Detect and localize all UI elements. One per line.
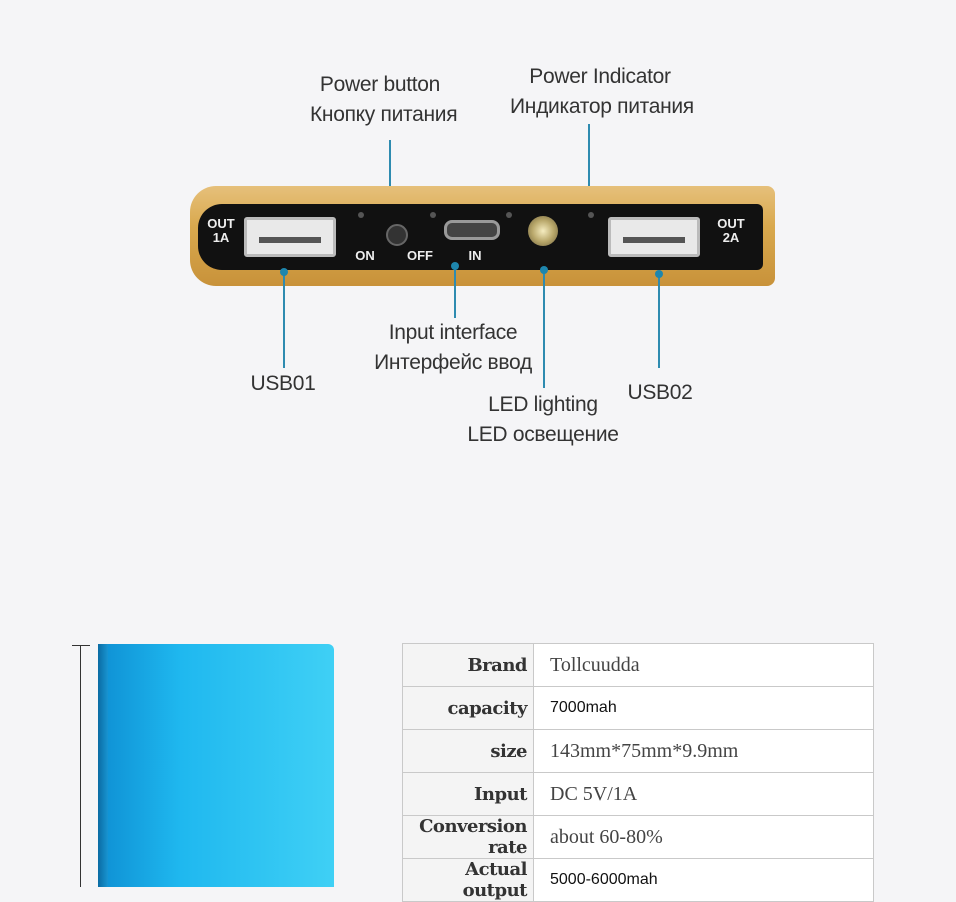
micro-usb-input [444,220,500,240]
led-light [528,216,558,246]
input-interface-dot [451,262,459,270]
input-interface-leader [454,268,456,318]
power-button-label-ru: Кнопку питания [310,103,458,126]
status-pin-2 [430,212,436,218]
spec-key-actual-output: Actual output [402,858,534,902]
spec-value-capacity: 7000mah [533,686,874,730]
power-button-label-en: Power button [319,73,441,96]
table-row: Input DC 5V/1A [402,772,874,816]
spec-value-conversion-rate: about 60-80% [533,815,874,859]
dimension-ruler-cap [72,645,90,646]
out-1a-label: OUT 1A [207,216,235,245]
status-pin [358,212,364,218]
spec-table: Brand Tollcuudda capacity 7000mah size 1… [402,643,874,902]
usb01-label: USB01 [250,372,316,395]
led-lighting-label-ru: LED освещение [467,423,619,446]
power-indicator-label: Power Indicator Индикатор питания [510,62,694,122]
status-pin-4 [588,212,594,218]
input-interface-label-ru: Интерфейс ввод [374,351,532,374]
usb02-dot [655,270,663,278]
power-indicator-label-ru: Индикатор питания [510,95,694,118]
table-row: Brand Tollcuudda [402,643,874,687]
led-lighting-dot [540,266,548,274]
usb01-leader [283,272,285,368]
product-edge [98,644,108,887]
led-lighting-leader [543,272,545,388]
spec-value-actual-output: 5000-6000mah [533,858,874,902]
port-panel: OUT 1A ON OFF IN OUT 2A [198,204,763,270]
usb02-label: USB02 [627,381,693,404]
power-indicator-leader [588,124,590,214]
usb02-leader [658,276,660,368]
table-row: capacity 7000mah [402,686,874,730]
power-button [386,224,408,246]
spec-key-input: Input [402,772,534,816]
power-bank-port-face: OUT 1A ON OFF IN OUT 2A [190,186,775,286]
power-bank-product-image [98,644,334,887]
spec-value-input: DC 5V/1A [533,772,874,816]
out-2a-label: OUT 2A [717,216,745,245]
on-label: ON [355,248,375,263]
usb01-dot [280,268,288,276]
table-row: Actual output 5000-6000mah [402,858,874,902]
spec-key-brand: Brand [402,643,534,687]
port-diagram: Power button Кнопку питания Power Indica… [190,62,775,450]
status-pin-3 [506,212,512,218]
spec-value-brand: Tollcuudda [533,643,874,687]
power-button-label: Power button Кнопку питания [310,70,458,130]
led-lighting-label-en: LED lighting [488,393,598,416]
led-lighting-label: LED lighting LED освещение [463,390,623,450]
table-row: size 143mm*75mm*9.9mm [402,729,874,773]
power-indicator-label-en: Power Indicator [529,65,671,88]
input-interface-label-en: Input interface [388,321,518,344]
spec-key-capacity: capacity [402,686,534,730]
in-label: IN [468,248,482,263]
spec-value-size: 143mm*75mm*9.9mm [533,729,874,773]
usb02-port [608,217,700,257]
power-button-leader [389,140,391,228]
spec-key-conversion-rate: Conversion rate [402,815,534,859]
table-row: Conversion rate about 60-80% [402,815,874,859]
off-label: OFF [407,248,433,263]
usb01-port [244,217,336,257]
spec-key-size: size [402,729,534,773]
input-interface-label: Input interface Интерфейс ввод [363,318,543,378]
dimension-ruler [80,645,81,887]
